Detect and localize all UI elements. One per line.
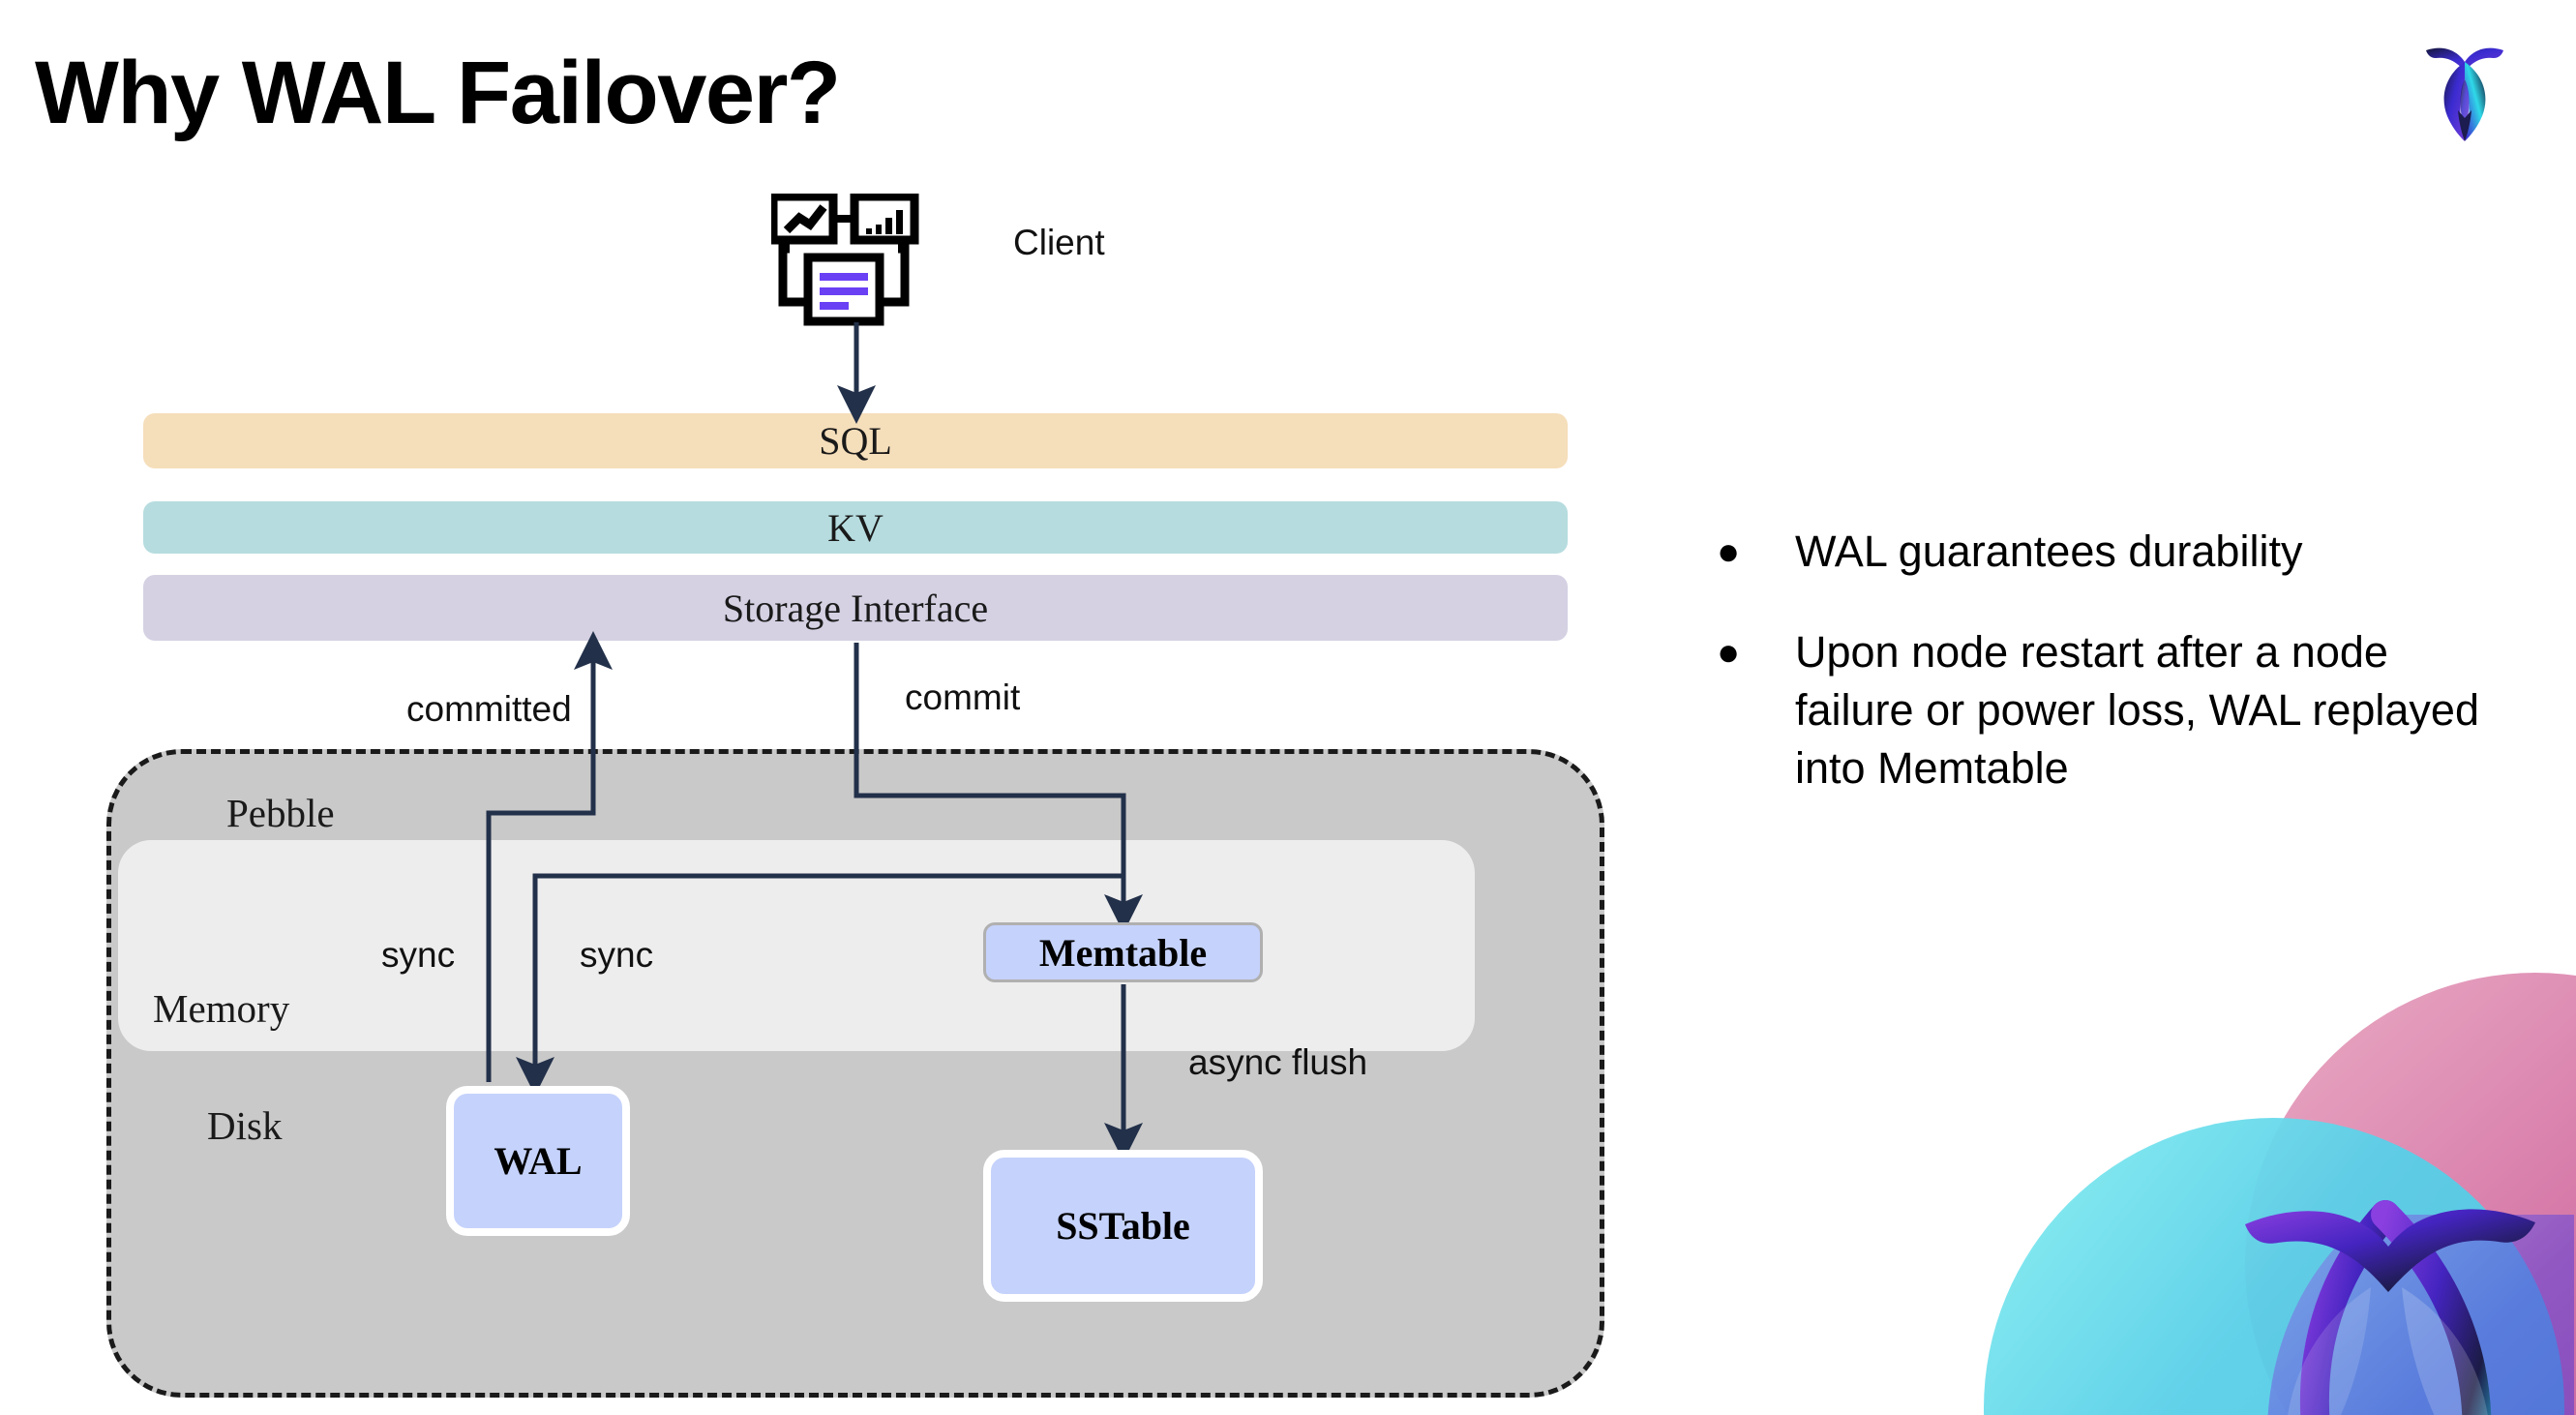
list-item: ● WAL guarantees durability: [1703, 523, 2506, 581]
node-memtable: Memtable: [983, 922, 1263, 982]
client-label: Client: [1013, 223, 1105, 262]
bullet-list: ● WAL guarantees durability ● Upon node …: [1703, 523, 2506, 840]
bullet-text: Upon node restart after a node failure o…: [1795, 627, 2479, 793]
disk-label: Disk: [207, 1103, 283, 1148]
decorative-logo-art: [1984, 973, 2576, 1415]
edge-label-sync-right: sync: [580, 935, 654, 975]
list-item: ● Upon node restart after a node failure…: [1703, 623, 2506, 798]
bullet-text: WAL guarantees durability: [1795, 527, 2303, 576]
node-label-wal: WAL: [494, 1139, 583, 1183]
node-sstable: SSTable: [983, 1150, 1263, 1302]
edge-label-committed: committed: [406, 689, 572, 729]
layer-bar-storage: Storage Interface: [143, 575, 1568, 641]
cockroachdb-logo-icon: [2426, 47, 2503, 141]
layer-label-sql: SQL: [819, 419, 892, 463]
layer-bar-kv: KV: [143, 501, 1568, 554]
layer-label-kv: KV: [827, 505, 884, 550]
page-title: Why WAL Failover?: [35, 44, 841, 142]
bullet-marker-icon: ●: [1717, 631, 1741, 674]
layer-label-storage: Storage Interface: [722, 586, 989, 630]
node-label-memtable: Memtable: [1038, 930, 1208, 975]
bullet-marker-icon: ●: [1717, 530, 1741, 573]
edge-label-sync-left: sync: [381, 935, 456, 975]
node-label-sstable: SSTable: [1056, 1204, 1190, 1248]
edge-label-async-flush: async flush: [1188, 1042, 1368, 1082]
node-wal: WAL: [446, 1086, 630, 1236]
memory-label: Memory: [153, 986, 290, 1031]
edge-label-commit: commit: [905, 677, 1021, 717]
pebble-label: Pebble: [226, 791, 335, 835]
layer-bar-sql: SQL: [143, 413, 1568, 468]
analytics-dashboard-icon: [771, 194, 919, 326]
memory-zone: [118, 840, 1475, 1051]
